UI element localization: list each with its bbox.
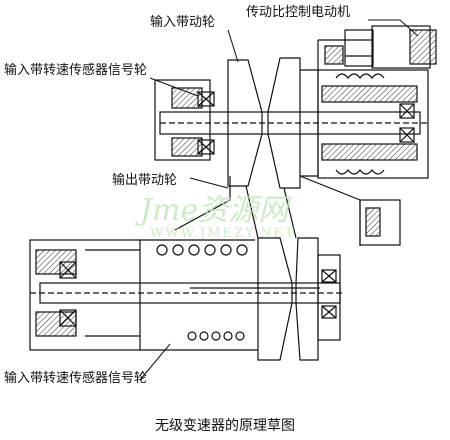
output-shaft-assembly bbox=[29, 237, 345, 361]
label-output-pulley: 输出带动轮 bbox=[112, 173, 178, 188]
output-sensor-wheel bbox=[156, 244, 248, 341]
output-pulley-fixed-sheave bbox=[257, 237, 293, 361]
leader-input-pulley bbox=[227, 29, 239, 63]
output-bearing-right bbox=[321, 269, 337, 319]
input-left-housing bbox=[154, 79, 211, 161]
gear-teeth-top bbox=[335, 73, 385, 79]
output-bearing-left bbox=[59, 261, 77, 327]
watermark-logo: Jme资源网 bbox=[140, 193, 289, 228]
figure-caption: 无级变速器的原理草图 bbox=[155, 418, 295, 434]
label-input-sensor-wheel-bottom: 输入带转速传感器信号轮 bbox=[4, 371, 148, 386]
label-input-sensor-wheel-top: 输入带转速传感器信号轮 bbox=[4, 63, 148, 78]
output-pulley-moving-sheave bbox=[295, 237, 319, 361]
input-pulley-moving-sheave bbox=[267, 57, 301, 189]
leader-input-sensor-bottom bbox=[139, 343, 171, 381]
output-left-housing bbox=[29, 239, 141, 351]
input-right-housing bbox=[317, 69, 429, 179]
label-ratio-control-motor: 传动比控制电动机 bbox=[246, 5, 351, 20]
drive-belt bbox=[174, 175, 401, 246]
leader-ratio-motor bbox=[368, 19, 419, 37]
leader-input-sensor-top bbox=[149, 77, 199, 97]
input-bearing-left bbox=[197, 91, 215, 155]
watermark-url: WWW.JMEZY.NET bbox=[150, 226, 296, 241]
leader-lines bbox=[139, 19, 419, 381]
gear-teeth-bottom bbox=[335, 169, 385, 175]
input-bearing-right bbox=[399, 103, 415, 143]
input-shaft-assembly bbox=[154, 25, 437, 189]
input-pulley-fixed-sheave bbox=[227, 59, 263, 187]
leader-output-pulley bbox=[189, 177, 229, 189]
label-input-pulley: 输入带动轮 bbox=[150, 15, 216, 30]
